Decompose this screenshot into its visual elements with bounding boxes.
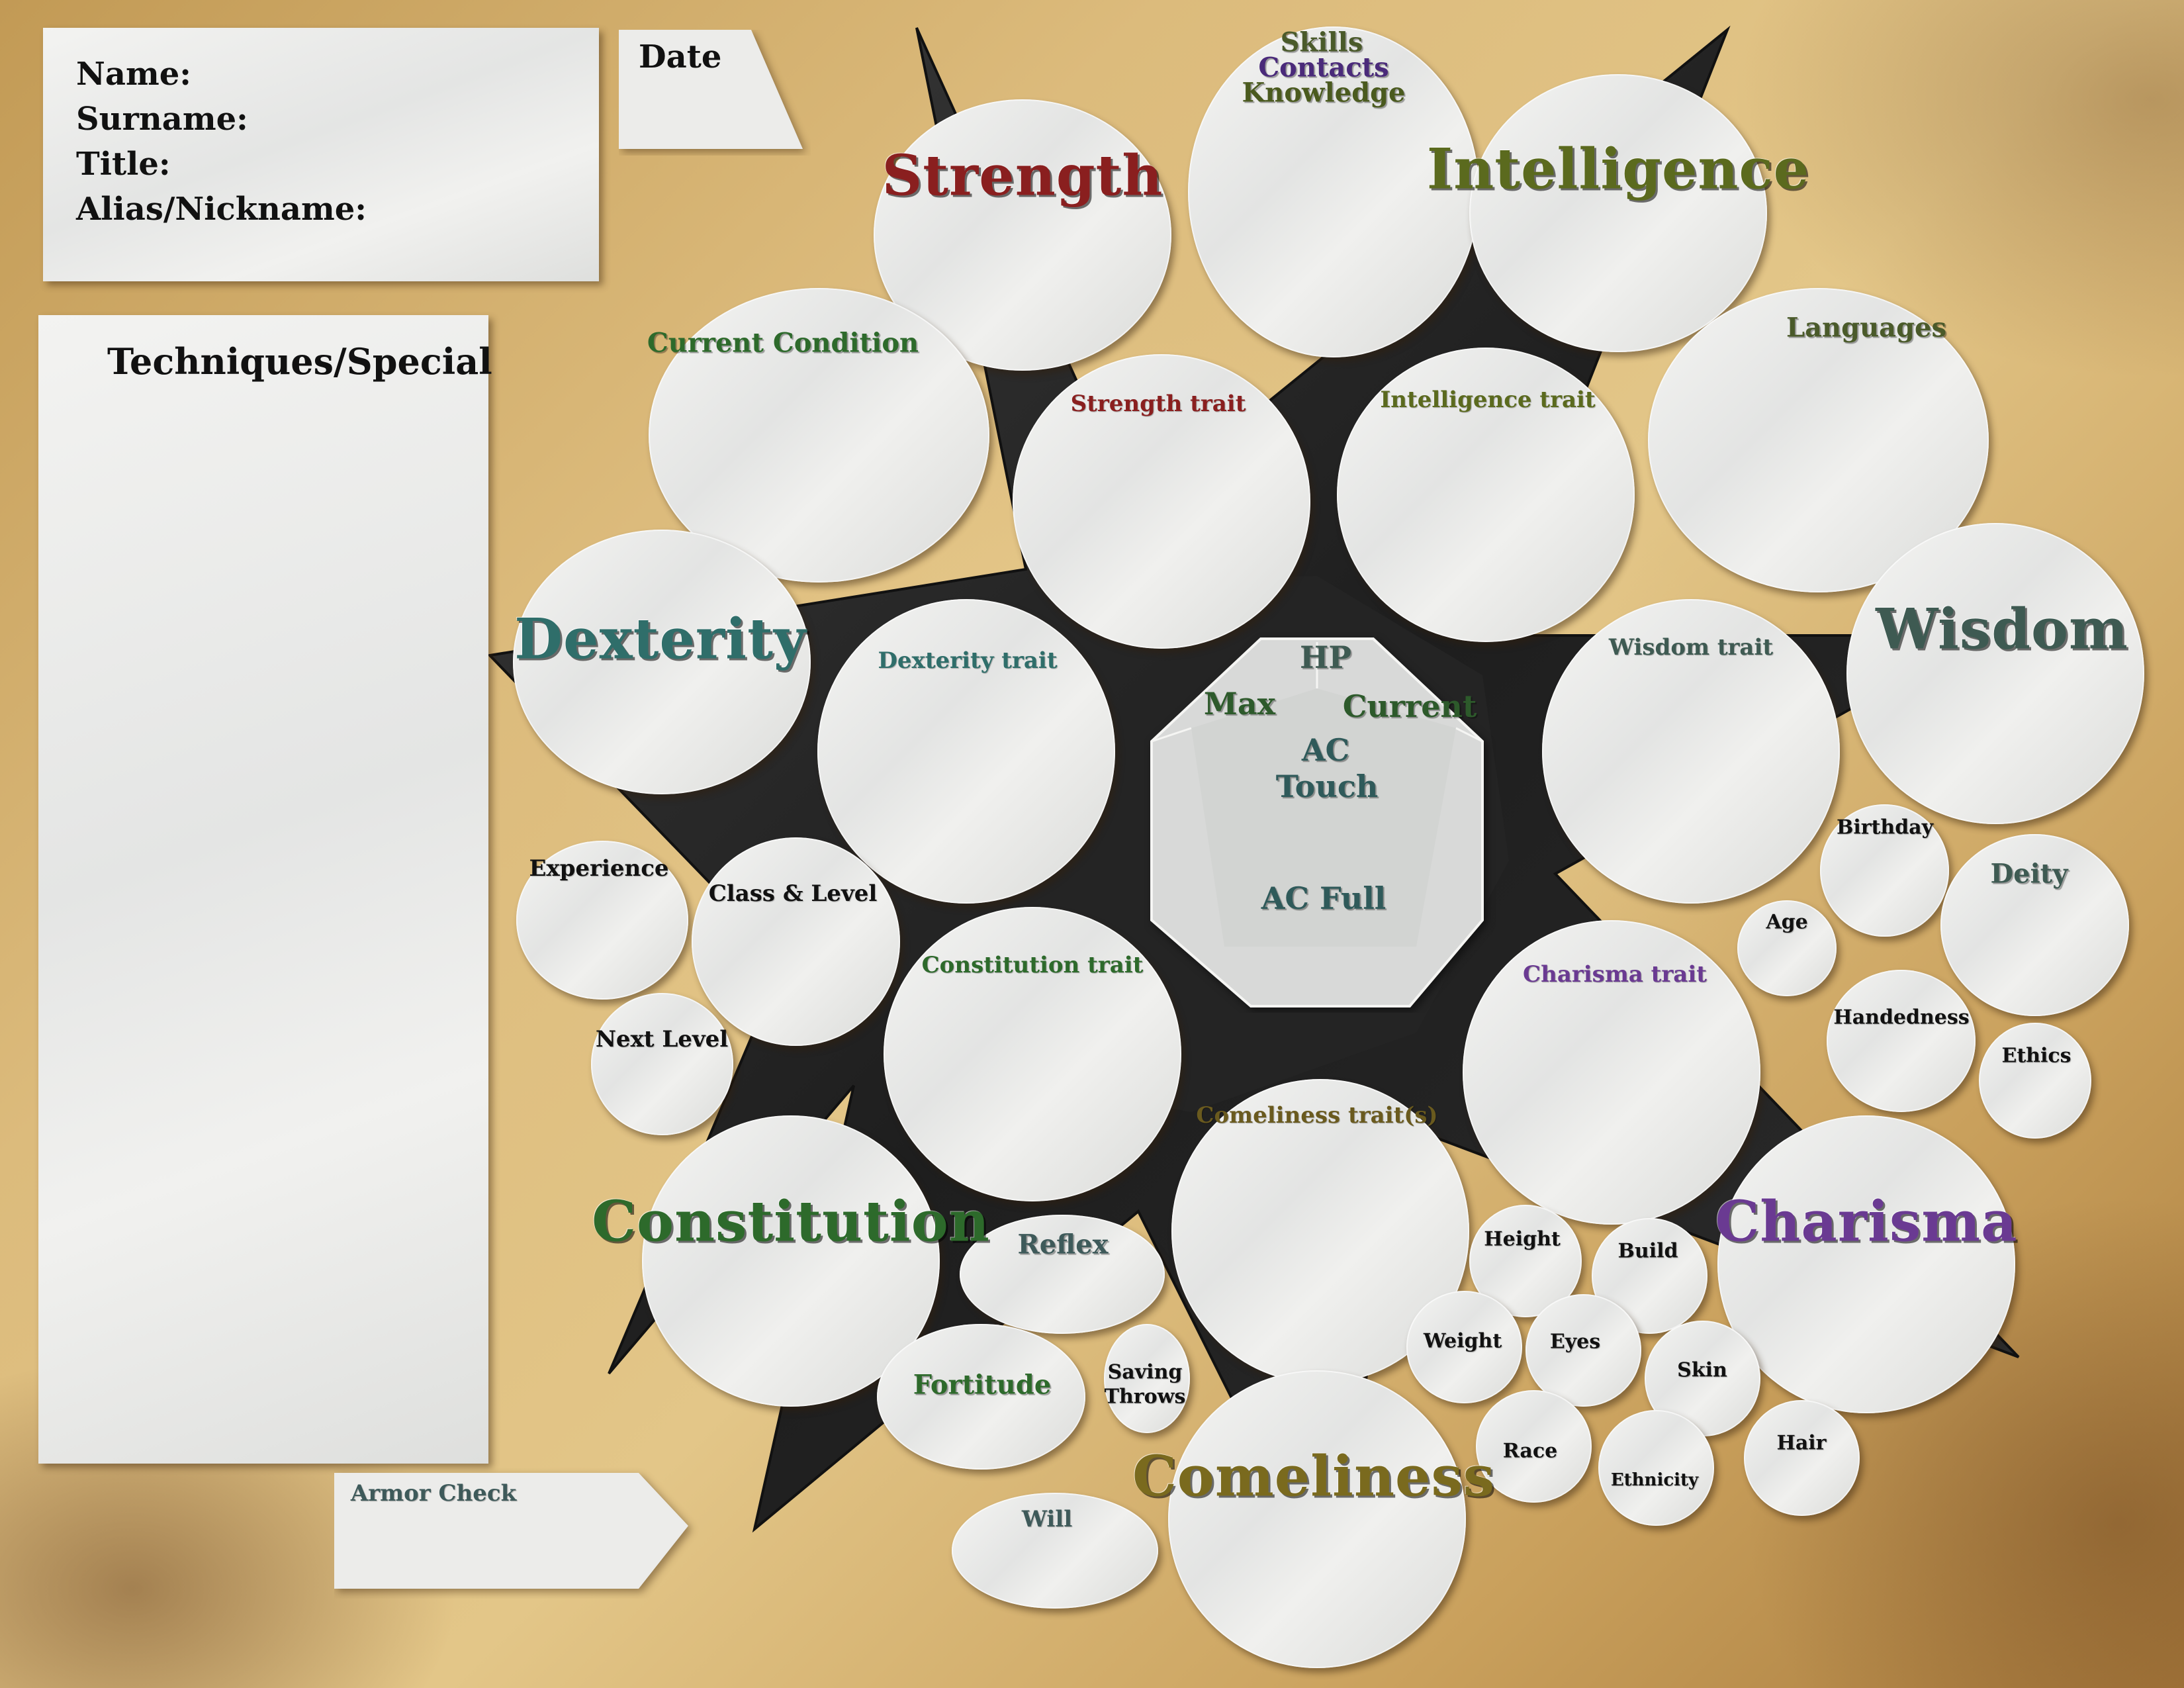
armor-check-label: Armor Check — [350, 1480, 517, 1507]
strength-trait-label: Strength trait — [1070, 391, 1246, 417]
experience-label: Experience — [529, 855, 669, 882]
eyes-circle[interactable] — [1525, 1294, 1641, 1407]
intelligence-circle[interactable] — [1469, 74, 1767, 352]
header-panel: Name: Surname: Title: Alias/Nickname: — [43, 28, 599, 281]
dexterity-trait-label: Dexterity trait — [878, 647, 1058, 674]
dexterity-label: Dexterity — [514, 606, 807, 672]
race-circle[interactable] — [1476, 1390, 1592, 1503]
fortitude-label: Fortitude — [913, 1369, 1052, 1401]
handedness-label: Handedness — [1833, 1006, 1970, 1029]
date-box — [619, 30, 803, 149]
armor-check-box — [334, 1473, 688, 1589]
fortitude-circle[interactable] — [877, 1324, 1085, 1470]
intelligence-trait-circle[interactable] — [1337, 348, 1635, 642]
birthday-label: Birthday — [1836, 816, 1934, 839]
build-label: Build — [1617, 1239, 1678, 1263]
date-label: Date — [639, 38, 722, 75]
experience-circle[interactable] — [516, 841, 688, 1000]
constitution-trait-circle[interactable] — [884, 907, 1181, 1201]
deity-circle[interactable] — [1940, 834, 2129, 1016]
dexterity-trait-circle[interactable] — [817, 599, 1115, 904]
birthday-circle[interactable] — [1820, 804, 1949, 937]
deity-label: Deity — [1990, 858, 2068, 890]
knowledge-label: Knowledge — [1242, 77, 1406, 109]
saving-throws-circle[interactable] — [1104, 1324, 1190, 1433]
strength-label: Strength — [882, 142, 1163, 209]
constitution-label: Constitution — [592, 1188, 990, 1254]
wisdom-trait-label: Wisdom trait — [1608, 634, 1774, 661]
skills-label: Skills — [1280, 26, 1363, 58]
comeliness-label: Comeliness — [1132, 1443, 1496, 1509]
contacts-label: Contacts — [1258, 52, 1389, 83]
techniques-panel: Techniques/Special — [38, 315, 492, 1464]
constitution-circle[interactable] — [642, 1115, 940, 1407]
hair-label: Hair — [1776, 1431, 1827, 1455]
charisma-circle[interactable] — [1717, 1115, 2015, 1413]
will-circle[interactable] — [952, 1493, 1158, 1609]
reflex-label: Reflex — [1017, 1229, 1109, 1260]
name-label: Name: — [76, 56, 192, 93]
saving-throws-label-2: Throws — [1104, 1385, 1186, 1409]
next-level-label: Next Level — [595, 1026, 729, 1053]
alias-label: Alias/Nickname: — [76, 191, 367, 228]
charisma-label: Charisma — [1715, 1188, 2018, 1254]
eyes-label: Eyes — [1549, 1330, 1601, 1354]
ethnicity-label: Ethnicity — [1610, 1470, 1699, 1490]
constitution-trait-label: Constitution trait — [921, 952, 1144, 978]
race-label: Race — [1502, 1439, 1558, 1463]
languages-label: Languages — [1786, 312, 1947, 344]
techniques-label: Techniques/Special — [107, 340, 492, 383]
charisma-trait-circle[interactable] — [1463, 920, 1760, 1225]
comeliness-trait-label: Comeliness trait(s) — [1196, 1102, 1438, 1129]
charisma-trait-label: Charisma trait — [1523, 961, 1707, 988]
ac-label: AC — [1301, 732, 1350, 768]
age-circle[interactable] — [1737, 900, 1837, 996]
ac-touch-label: Touch — [1275, 769, 1379, 804]
current-condition-label: Current Condition — [647, 327, 919, 359]
will-label: Will — [1021, 1506, 1073, 1532]
handedness-circle[interactable] — [1827, 970, 1976, 1112]
class-level-label: Class & Level — [708, 880, 878, 907]
title-label: Title: — [76, 146, 171, 183]
class-level-circle[interactable] — [692, 837, 900, 1046]
reflex-circle[interactable] — [960, 1215, 1165, 1334]
hp-current-label: Current — [1342, 688, 1477, 724]
height-label: Height — [1484, 1227, 1561, 1251]
ethnicity-circle[interactable] — [1598, 1410, 1714, 1526]
wisdom-trait-circle[interactable] — [1542, 599, 1840, 904]
next-level-circle[interactable] — [591, 993, 733, 1135]
age-label: Age — [1766, 910, 1808, 934]
hp-max-label: Max — [1203, 686, 1276, 722]
ac-full-label: AC Full — [1261, 880, 1387, 916]
weight-circle[interactable] — [1406, 1291, 1522, 1403]
wisdom-label: Wisdom — [1876, 596, 2128, 662]
skills-circle[interactable] — [1188, 26, 1479, 357]
dexterity-circle[interactable] — [513, 530, 811, 794]
current-condition-circle[interactable] — [649, 288, 989, 583]
center-polygon — [1150, 637, 1484, 1008]
skin-label: Skin — [1677, 1358, 1727, 1382]
weight-label: Weight — [1423, 1329, 1502, 1353]
saving-throws-label-1: Saving — [1107, 1360, 1183, 1384]
ethics-circle[interactable] — [1979, 1023, 2091, 1139]
comeliness-circle[interactable] — [1168, 1370, 1466, 1668]
wisdom-circle[interactable] — [1846, 523, 2144, 824]
hp-label: HP — [1299, 639, 1352, 675]
surname-label: Surname: — [76, 101, 248, 138]
ethics-label: Ethics — [2001, 1044, 2071, 1068]
intelligence-trait-label: Intelligence trait — [1380, 387, 1596, 413]
hair-circle[interactable] — [1744, 1400, 1860, 1516]
intelligence-label: Intelligence — [1426, 136, 1810, 202]
strength-trait-circle[interactable] — [1013, 354, 1310, 649]
